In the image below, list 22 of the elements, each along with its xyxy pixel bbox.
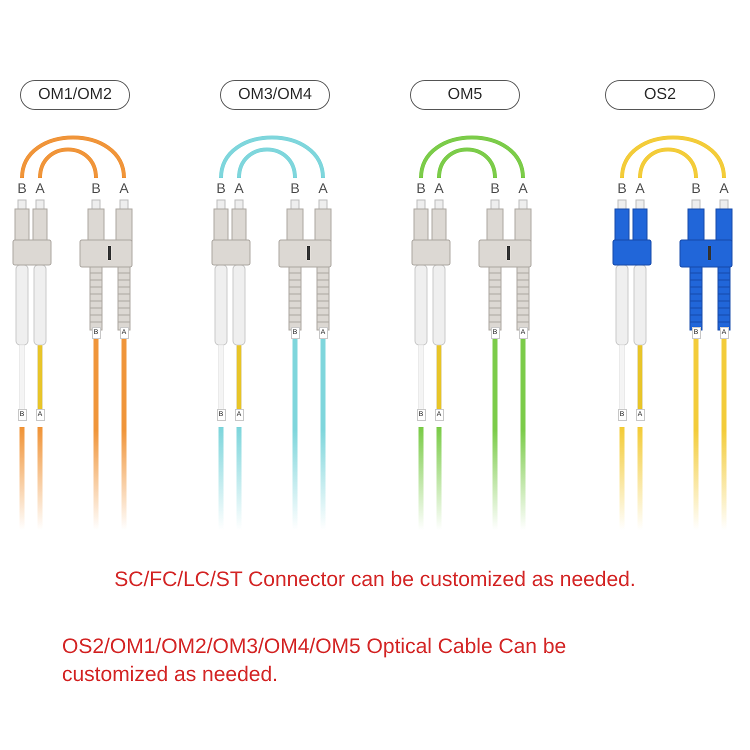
port-letter: B: [16, 180, 28, 196]
port-letter: B: [90, 180, 102, 196]
port-letter: A: [34, 180, 46, 196]
port-letter: A: [718, 180, 730, 196]
port-letter: A: [233, 180, 245, 196]
port-letter: B: [289, 180, 301, 196]
category-label: OM3/OM4: [220, 80, 330, 110]
port-letter: B: [415, 180, 427, 196]
port-letter: A: [317, 180, 329, 196]
port-letter: B: [616, 180, 628, 196]
port-letter: A: [433, 180, 445, 196]
port-letter: A: [517, 180, 529, 196]
port-letter: A: [118, 180, 130, 196]
port-letter: B: [215, 180, 227, 196]
note-text: SC/FC/LC/ST Connector can be customized as needed.: [113, 567, 637, 593]
port-letter: A: [634, 180, 646, 196]
category-label: OM1/OM2: [20, 80, 130, 110]
note-text: OS2/OM1/OM2/OM3/OM4/OM5 Optical Cable Can be customized as needed.: [62, 634, 568, 688]
category-label: OM5: [410, 80, 520, 110]
port-letter: B: [489, 180, 501, 196]
port-letter: B: [690, 180, 702, 196]
category-label: OS2: [605, 80, 715, 110]
